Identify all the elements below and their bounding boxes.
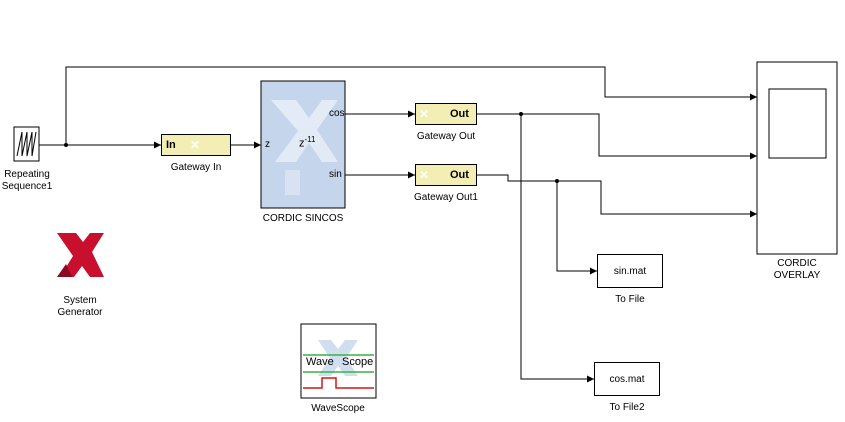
gateway-out1-text: Out xyxy=(450,169,469,181)
cordic-port-cos: cos xyxy=(329,108,345,119)
wire-gatewayout-tofile2 xyxy=(520,114,594,383)
signal-lines xyxy=(39,66,757,383)
gateway-out-label: Gateway Out xyxy=(416,131,476,142)
xilinx-mini-icon: ✕ xyxy=(419,168,430,182)
wavescope-wave-text: Wave xyxy=(306,356,334,368)
cordic-label: CORDIC SINCOS xyxy=(262,213,344,224)
scope-label: CORDIC OVERLAY xyxy=(773,258,821,281)
repeating-sequence-label: Repeating Sequence1 xyxy=(1,169,53,192)
cordic-sincos-block[interactable] xyxy=(260,80,346,209)
system-generator-label: System Generator xyxy=(57,295,103,318)
to-file2-label: To File2 xyxy=(609,402,645,413)
to-file2-filename: cos.mat xyxy=(609,373,645,385)
gateway-in-block[interactable]: In ✕ xyxy=(161,134,231,156)
wavescope-pulse-icon xyxy=(303,377,374,389)
gateway-out-block[interactable]: ✕ Out xyxy=(415,103,477,125)
xilinx-logo-icon xyxy=(57,233,104,277)
system-generator-block[interactable] xyxy=(57,233,104,277)
to-file-block[interactable]: sin.mat xyxy=(597,254,663,288)
gateway-in-text: In xyxy=(166,139,176,151)
cordic-latency: z-11 xyxy=(299,135,316,150)
wire-gatewayout1-scope3 xyxy=(477,174,757,218)
to-file-filename: sin.mat xyxy=(613,265,647,277)
scope-screen xyxy=(768,88,827,159)
junction-dots xyxy=(64,112,559,183)
xilinx-mini-icon: ✕ xyxy=(419,107,430,121)
sawtooth-icon xyxy=(16,131,37,157)
to-file2-block[interactable]: cos.mat xyxy=(594,362,660,396)
wire-gatewayout1-tofile xyxy=(556,181,597,275)
wire-repseq-scope1 xyxy=(65,66,757,145)
gateway-out1-block[interactable]: ✕ Out xyxy=(415,164,477,186)
cordic-overlay-scope-block[interactable] xyxy=(756,61,838,255)
gateway-out-text: Out xyxy=(450,108,469,120)
cordic-port-z: z xyxy=(265,139,270,150)
wavescope-block[interactable] xyxy=(300,323,377,399)
gateway-out1-label: Gateway Out1 xyxy=(414,192,478,203)
gateway-in-label: Gateway In xyxy=(170,162,222,173)
wavescope-label: WaveScope xyxy=(311,403,365,414)
cordic-port-sin: sin xyxy=(329,169,342,180)
to-file-label: To File xyxy=(615,294,645,305)
xilinx-logo-watermark-icon xyxy=(271,100,338,195)
wavescope-scope-text: Scope xyxy=(342,356,374,368)
wavescope-x-watermark-icon xyxy=(318,340,358,376)
repeating-sequence-block[interactable] xyxy=(13,126,40,162)
wire-gatewayout-scope2 xyxy=(477,113,757,160)
xilinx-mini-icon: ✕ xyxy=(190,138,201,152)
